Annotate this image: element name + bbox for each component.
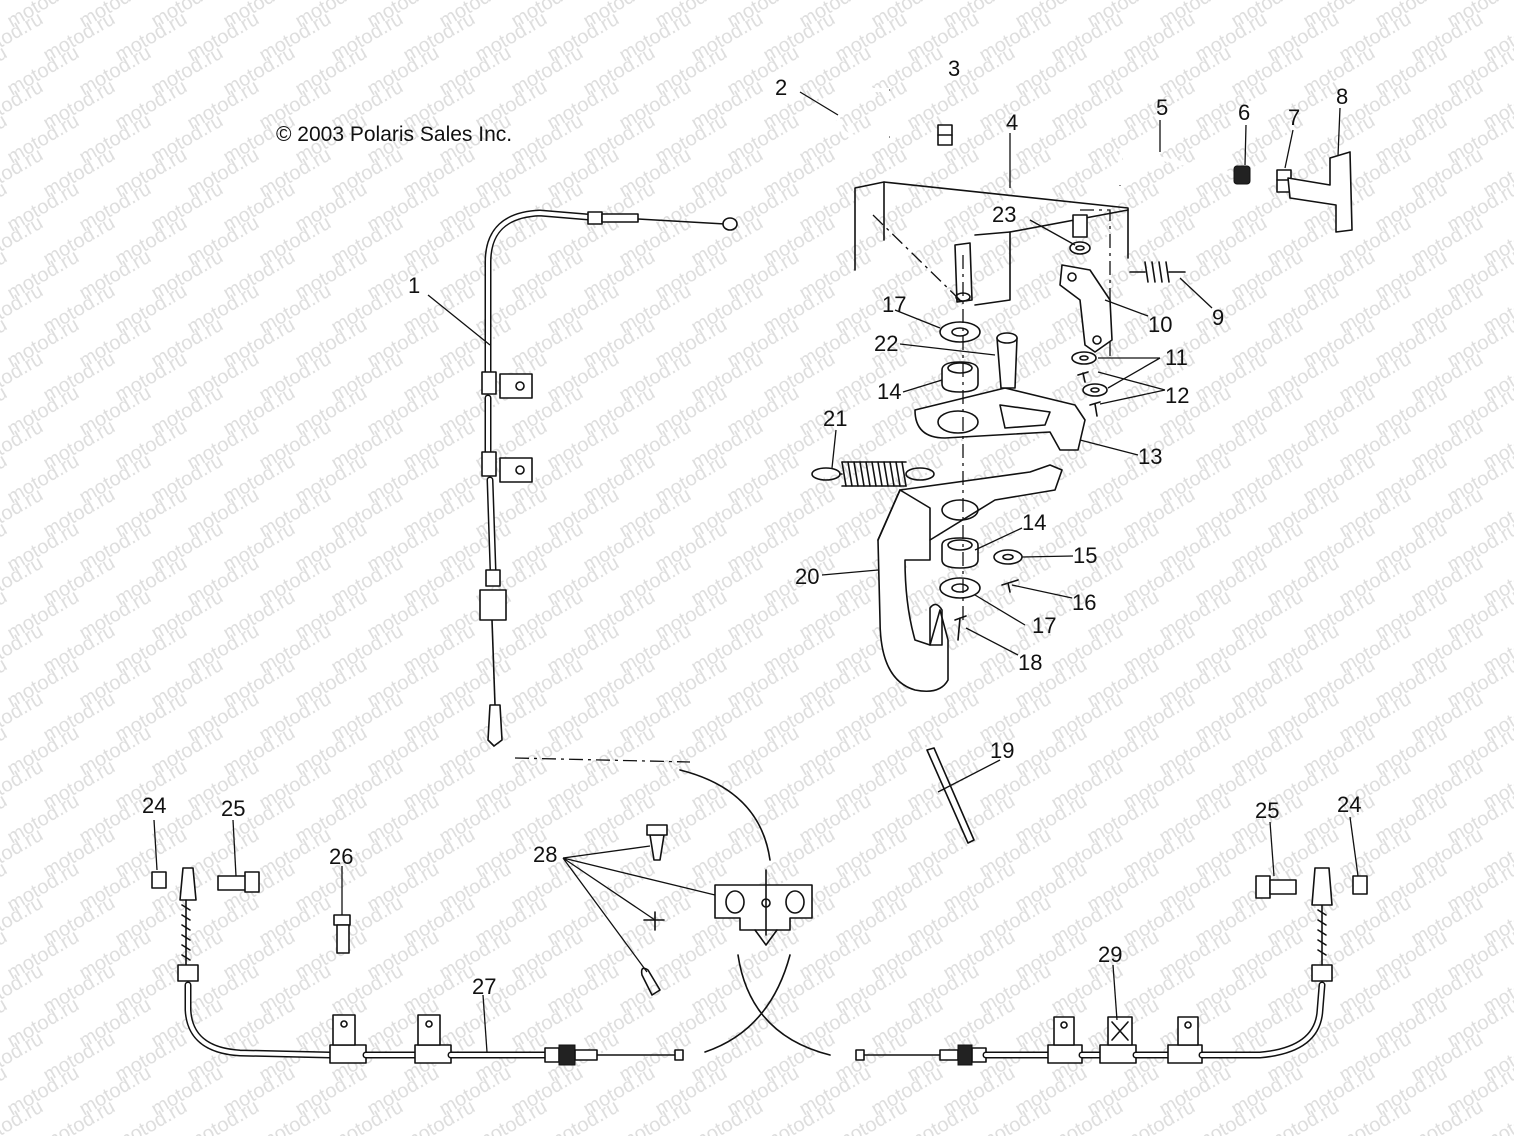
callout-22: 22 [874, 331, 898, 356]
callout-17-lower: 17 [1032, 613, 1056, 638]
callout-19: 19 [990, 738, 1014, 763]
callout-1: 1 [408, 273, 420, 298]
part-15-washer [993, 549, 1023, 565]
part-4-bracket [854, 181, 1129, 360]
part-28-pin [646, 824, 668, 861]
part-26-bolt [333, 914, 351, 954]
callout-17-upper: 17 [882, 292, 906, 317]
part-25-bolt-left [217, 871, 260, 893]
part-22-pin [996, 332, 1018, 389]
callout-14-upper: 14 [877, 379, 901, 404]
part-29-cable-right [855, 867, 1333, 1066]
callout-5: 5 [1156, 95, 1168, 120]
part-11-12-hardware [1071, 351, 1108, 417]
part-24-nut-left [151, 871, 167, 889]
callout-9: 9 [1212, 305, 1224, 330]
callout-25-right: 25 [1255, 798, 1279, 823]
part-8-lever [1287, 151, 1353, 233]
callout-7: 7 [1288, 105, 1300, 130]
callout-11: 11 [1165, 345, 1188, 370]
callout-12: 12 [1165, 383, 1189, 408]
callout-21: 21 [823, 406, 847, 431]
part-6-spring [1233, 165, 1251, 185]
callout-23: 23 [992, 202, 1016, 227]
reference-arc-1 [679, 769, 771, 861]
leader-lines [153, 91, 1359, 1053]
callout-18: 18 [1018, 650, 1042, 675]
callout-10: 10 [1148, 312, 1172, 337]
part-24-nut-right [1352, 875, 1368, 895]
part-17-washer-upper [939, 321, 981, 343]
callout-26: 26 [329, 844, 353, 869]
part-28-bracket-plate [714, 869, 813, 946]
callout-2: 2 [775, 75, 787, 100]
callout-6: 6 [1238, 100, 1250, 125]
callouts: 1 2 3 4 5 6 7 8 9 10 11 12 13 14 14 15 1… [142, 56, 1361, 999]
reference-arc-2 [737, 954, 831, 1056]
callout-3: 3 [948, 56, 960, 81]
callout-27: 27 [472, 974, 496, 999]
callout-28: 28 [533, 842, 557, 867]
part-1-throttle-cable [479, 209, 738, 747]
callout-16: 16 [1072, 590, 1096, 615]
part-18-cotter [954, 615, 967, 641]
part-9-spring [1129, 261, 1186, 283]
callout-24-left: 24 [142, 793, 166, 818]
part-21-spring [811, 461, 935, 487]
part-19-rod [926, 747, 975, 844]
part-17-washer-lower [939, 577, 981, 599]
reference-line [514, 757, 691, 763]
part-27-cable-left [177, 867, 684, 1066]
axis-line-2 [872, 214, 961, 301]
callout-29: 29 [1098, 942, 1122, 967]
callout-14-lower: 14 [1022, 510, 1046, 535]
part-10-cam [1059, 264, 1113, 353]
callout-24-right: 24 [1337, 792, 1361, 817]
part-16-cotter [1001, 579, 1019, 593]
callout-8: 8 [1336, 84, 1348, 109]
part-5-shaft [1118, 149, 1239, 186]
callout-15: 15 [1073, 543, 1097, 568]
part-2-clip [835, 88, 890, 139]
callout-13: 13 [1138, 444, 1162, 469]
reference-arc-3 [704, 954, 791, 1053]
part-13-plate [914, 387, 1086, 451]
part-3-nut [937, 124, 953, 146]
part-20-lever [877, 464, 1063, 693]
part-14-bushing-upper [941, 361, 979, 393]
callout-25-left: 25 [221, 796, 245, 821]
part-25-bolt-right [1255, 875, 1297, 899]
part-14-bushing-lower [941, 537, 979, 569]
callout-20: 20 [795, 564, 819, 589]
callout-4: 4 [1006, 110, 1018, 135]
copyright-text: © 2003 Polaris Sales Inc. [276, 123, 512, 146]
